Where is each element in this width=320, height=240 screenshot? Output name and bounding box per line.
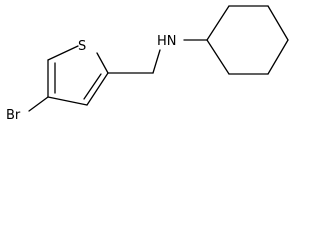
sulfur-label: S [78, 39, 86, 54]
bond-c3-c4 [47, 96, 88, 106]
bond-c2-c3 [86, 72, 109, 106]
bond-c2-c3-double [83, 73, 102, 100]
bond-c4-br [28, 96, 49, 112]
bond-cy-3 [267, 5, 289, 41]
bond-c5-s [47, 45, 79, 61]
bromine-label: Br [6, 108, 21, 123]
bond-s-c2 [96, 52, 109, 74]
amine-label: HN [157, 34, 177, 49]
structure-diagram: S HN Br [6, 5, 289, 123]
bond-ch2-n [152, 49, 161, 74]
bond-cy-1 [206, 5, 230, 41]
molecule-canvas: S HN Br [0, 0, 292, 125]
bond-cy-4 [267, 39, 289, 75]
bond-cy-6 [206, 39, 230, 75]
